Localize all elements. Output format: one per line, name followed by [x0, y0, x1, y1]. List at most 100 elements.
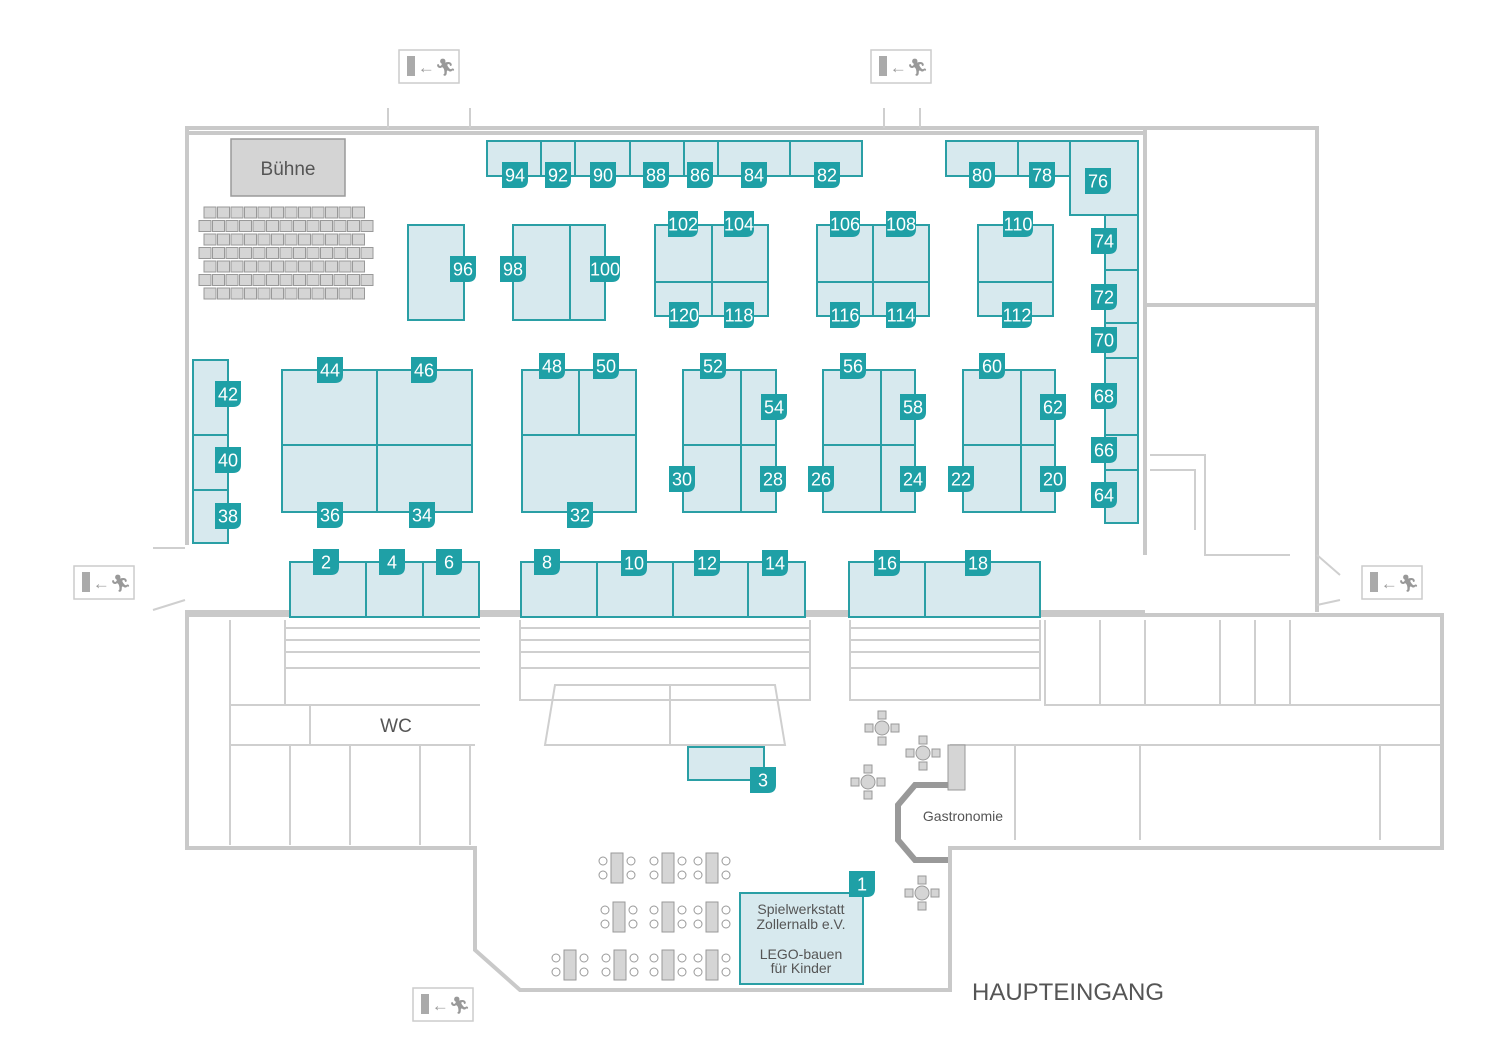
booth-badge-30[interactable]: [669, 466, 695, 492]
booth-badge-70[interactable]: [1091, 327, 1117, 353]
booth-badge-46[interactable]: [411, 357, 437, 383]
booth-badge-58[interactable]: [900, 394, 926, 420]
chair: [551, 967, 561, 977]
booth-badge-24[interactable]: [900, 466, 926, 492]
booth-badge-10[interactable]: [621, 550, 647, 576]
booth-badge-32[interactable]: [567, 502, 593, 528]
booth-badge-72[interactable]: [1091, 284, 1117, 310]
booth-badge-42[interactable]: [215, 381, 241, 407]
booth-badge-52[interactable]: [700, 353, 726, 379]
booth-52[interactable]: [682, 369, 742, 446]
booth-36[interactable]: [281, 444, 378, 513]
booth-badge-66[interactable]: [1091, 437, 1117, 463]
booth-number: 24: [903, 470, 923, 490]
seat: [279, 247, 293, 259]
booth-badge-102[interactable]: [668, 211, 698, 237]
booth-badge-82[interactable]: [814, 162, 840, 188]
booth-badge-60[interactable]: [979, 353, 1005, 379]
booth-badge-44[interactable]: [317, 357, 343, 383]
seat: [320, 247, 333, 259]
booth-badge-18[interactable]: [965, 550, 991, 576]
booth-badge-64[interactable]: [1091, 482, 1117, 508]
booth-64[interactable]: [1104, 469, 1139, 524]
booth-badge-118[interactable]: [724, 302, 754, 328]
svg-text:←🏃︎: ←🏃︎: [418, 58, 457, 77]
booth-1[interactable]: [739, 892, 864, 985]
seat: [271, 206, 284, 219]
booth-number: 100: [590, 260, 620, 280]
booth-badge-16[interactable]: [874, 550, 900, 576]
booth-badge-3[interactable]: [750, 767, 776, 793]
booth-badge-38[interactable]: [215, 503, 241, 529]
booth-badge-6[interactable]: [436, 549, 462, 575]
booth-badge-14[interactable]: [762, 550, 788, 576]
booth-1-line: Zollernalb e.V.: [757, 916, 846, 932]
seat: [244, 206, 257, 219]
chair: [677, 856, 687, 866]
booth-40[interactable]: [192, 434, 229, 491]
booth-badge-76[interactable]: [1085, 168, 1111, 194]
booth-badge-34[interactable]: [409, 502, 435, 528]
booth-badge-90[interactable]: [590, 162, 616, 188]
booth-badge-2[interactable]: [313, 549, 339, 575]
booth-50[interactable]: [578, 369, 637, 436]
booth-48[interactable]: [521, 369, 580, 436]
booth-badge-110[interactable]: [1003, 211, 1033, 237]
booth-badge-104[interactable]: [724, 211, 754, 237]
booth-badge-50[interactable]: [593, 353, 619, 379]
round-table: [874, 720, 890, 736]
booth-badge-120[interactable]: [669, 302, 699, 328]
booth-badge-106[interactable]: [830, 211, 860, 237]
booth-60[interactable]: [962, 369, 1022, 446]
service-rooms: [950, 620, 1440, 840]
booth-number: 16: [877, 554, 897, 574]
booth-badge-80[interactable]: [969, 162, 995, 188]
booth-number: 74: [1094, 232, 1114, 252]
seat: [360, 220, 374, 232]
booth-badge-48[interactable]: [539, 353, 565, 379]
booth-badge-56[interactable]: [840, 353, 866, 379]
booth-badge-100[interactable]: [590, 256, 620, 282]
booth-badge-94[interactable]: [502, 162, 528, 188]
booth-32[interactable]: [521, 434, 637, 513]
booth-badge-4[interactable]: [379, 549, 405, 575]
booth-badge-1[interactable]: [849, 871, 875, 897]
seat: [325, 233, 338, 246]
chair: [677, 919, 687, 929]
booth-badge-96[interactable]: [450, 256, 476, 282]
booth-badge-112[interactable]: [1002, 302, 1032, 328]
booth-badge-62[interactable]: [1040, 394, 1066, 420]
booth-34[interactable]: [376, 444, 473, 513]
booth-badge-26[interactable]: [808, 466, 834, 492]
booth-badge-108[interactable]: [886, 211, 916, 237]
booth-badge-12[interactable]: [694, 550, 720, 576]
seat: [298, 206, 311, 219]
booth-badge-92[interactable]: [545, 162, 571, 188]
booth-badge-86[interactable]: [687, 162, 713, 188]
booth-badge-88[interactable]: [643, 162, 669, 188]
booth-badge-84[interactable]: [741, 162, 767, 188]
booth-badge-36[interactable]: [317, 502, 343, 528]
seat: [306, 247, 320, 259]
booth-badge-54[interactable]: [761, 394, 787, 420]
chair: [905, 748, 915, 758]
booth-number: 70: [1094, 331, 1114, 351]
booth-6[interactable]: [422, 561, 480, 618]
booth-number: 114: [887, 306, 916, 326]
booth-badge-28[interactable]: [760, 466, 786, 492]
booth-badge-20[interactable]: [1040, 466, 1066, 492]
booth-56[interactable]: [822, 369, 882, 446]
booth-badge-116[interactable]: [830, 302, 860, 328]
booth-badge-8[interactable]: [534, 549, 560, 575]
booth-badge-40[interactable]: [215, 447, 241, 473]
booth-badge-74[interactable]: [1091, 228, 1117, 254]
booth-badge-114[interactable]: [886, 302, 916, 328]
chair: [917, 901, 927, 911]
booth-90[interactable]: [574, 140, 631, 177]
booth-badge-98[interactable]: [500, 256, 526, 282]
east-rooms: [1143, 126, 1319, 612]
booth-badge-22[interactable]: [948, 466, 974, 492]
booth-badge-78[interactable]: [1029, 162, 1055, 188]
booth-number: 108: [886, 215, 916, 235]
booth-badge-68[interactable]: [1091, 383, 1117, 409]
